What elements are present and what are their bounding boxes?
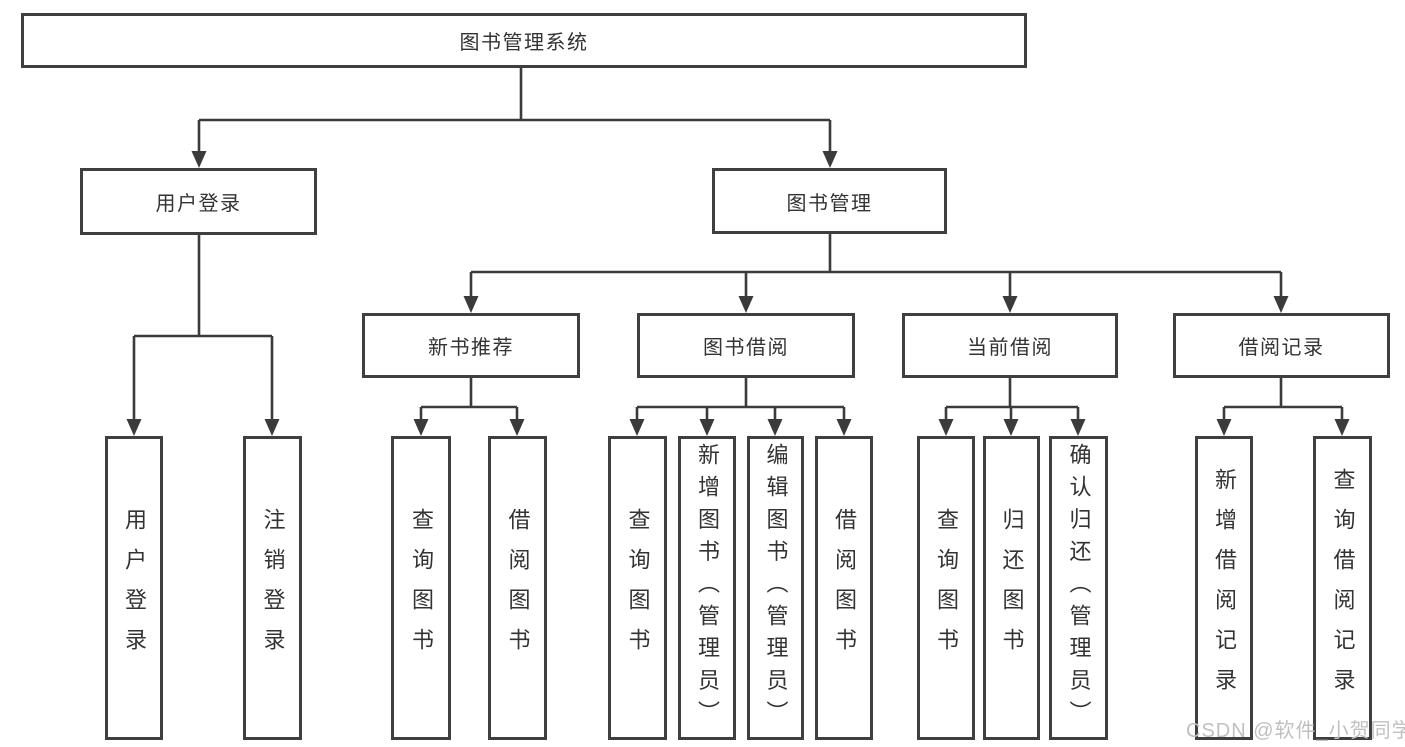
leaf-label: 用户登录 (122, 508, 147, 668)
arrow-down-icon (629, 419, 645, 436)
leaf-label: 新增借阅记录 (1212, 468, 1237, 708)
arrow-down-icon (738, 296, 754, 313)
leaf-add-book-admin: 新增图书（管理员） (678, 436, 736, 740)
leaf-query-borrow-record: 查询借阅记录 (1313, 436, 1372, 740)
csdn-watermark: CSDN @软件_小贺同学 (1186, 720, 1405, 742)
leaf-label: 借阅图书 (505, 508, 531, 668)
leaf-label: 归还图书 (999, 508, 1025, 668)
leaf-label: 查询图书 (934, 508, 959, 668)
leaf-logout: 注销登录 (243, 436, 302, 740)
leaf-label: 查询图书 (625, 508, 651, 668)
arrow-down-icon (463, 296, 479, 313)
leaf-query-books-current: 查询图书 (917, 436, 975, 740)
connector-current-borrowing (938, 378, 1086, 436)
node-new-book-recommend: 新书推荐 (362, 313, 580, 378)
arrow-down-icon (126, 419, 142, 436)
leaf-label: 查询借阅记录 (1330, 468, 1356, 708)
leaf-borrow-books: 借阅图书 (815, 436, 873, 740)
arrow-down-icon (822, 151, 838, 168)
connector-root (191, 68, 838, 168)
leaf-add-borrow-record: 新增借阅记录 (1195, 436, 1253, 740)
arrow-down-icon (1273, 296, 1289, 313)
connector-book-management (463, 234, 1289, 313)
node-book-management: 图书管理 (712, 168, 947, 234)
leaf-label: 查询图书 (409, 508, 434, 668)
connector-borrowing-records (1216, 378, 1350, 436)
node-borrowing-records: 借阅记录 (1173, 313, 1390, 378)
connector-new-book-recommend (413, 378, 525, 436)
node-user-login: 用户登录 (80, 168, 317, 235)
arrow-down-icon (509, 419, 525, 436)
leaf-label: 注销登录 (260, 508, 286, 668)
arrow-down-icon (1002, 296, 1018, 313)
leaf-user-login: 用户登录 (105, 436, 163, 740)
arrow-down-icon (1216, 419, 1232, 436)
node-current-borrowing: 当前借阅 (902, 313, 1118, 378)
arrow-down-icon (767, 419, 783, 436)
arrow-down-icon (1003, 419, 1019, 436)
node-library-management-system: 图书管理系统 (21, 13, 1027, 68)
leaf-edit-book-admin: 编辑图书（管理员） (747, 436, 804, 740)
arrow-down-icon (413, 419, 429, 436)
node-book-borrowing: 图书借阅 (637, 313, 855, 378)
leaf-borrow-books-recommend: 借阅图书 (488, 436, 547, 740)
leaf-label: 新增图书（管理员） (695, 443, 720, 733)
arrow-down-icon (264, 419, 280, 436)
connector-book-borrowing (629, 378, 852, 436)
leaf-return-book: 归还图书 (983, 436, 1040, 740)
leaf-confirm-return-admin: 确认归还（管理员） (1049, 436, 1108, 740)
leaf-label: 编辑图书（管理员） (763, 443, 789, 733)
arrow-down-icon (699, 419, 715, 436)
arrow-down-icon (1334, 419, 1350, 436)
leaf-label: 借阅图书 (832, 508, 857, 668)
arrow-down-icon (191, 151, 207, 168)
leaf-query-books-borrowing: 查询图书 (608, 436, 667, 740)
leaf-query-books-recommend: 查询图书 (391, 436, 451, 740)
leaf-label: 确认归还（管理员） (1066, 443, 1092, 733)
arrow-down-icon (938, 419, 954, 436)
arrow-down-icon (836, 419, 852, 436)
arrow-down-icon (1070, 419, 1086, 436)
connector-user-login (126, 235, 280, 436)
